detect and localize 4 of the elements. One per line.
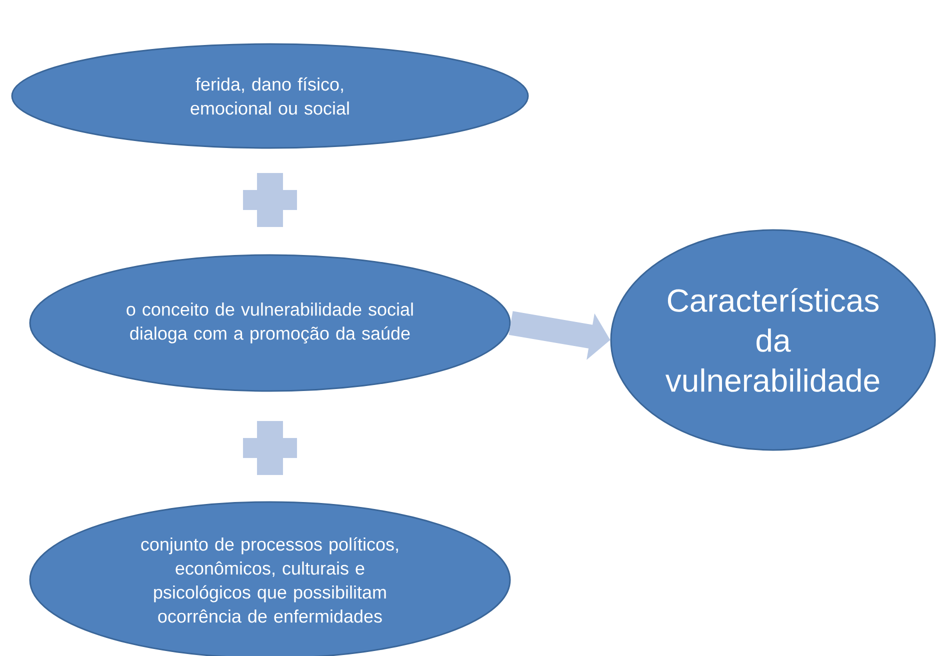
ellipse-node: Características da vulnerabilidade [610, 229, 936, 451]
ellipse-node: conjunto de processos políticos, econômicos, culturais e psicológicos que possibilitam ocorrência de enfermidades [29, 501, 511, 656]
ellipse-node: o conceito de vulnerabilidade social dialoga com a promoção da saúde [29, 254, 511, 392]
ellipse-node: ferida, dano físico, emocional ou social [11, 43, 529, 149]
